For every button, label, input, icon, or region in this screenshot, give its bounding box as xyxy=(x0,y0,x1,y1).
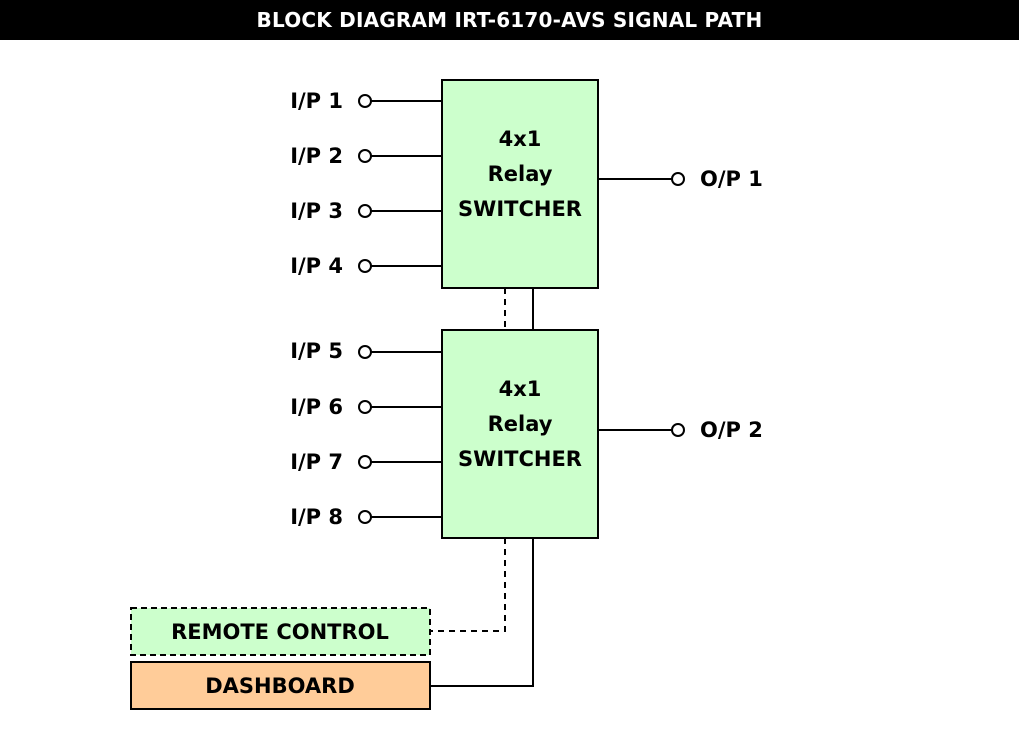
switcher-block-1: 4x1 Relay SWITCHER xyxy=(441,79,599,289)
switcher-box-1 xyxy=(441,79,599,289)
input-terminal-icon xyxy=(358,94,372,108)
input-label: I/P 8 xyxy=(290,505,343,529)
input-8: I/P 8 xyxy=(290,505,442,529)
diagram-title: BLOCK DIAGRAM IRT-6170-AVS SIGNAL PATH xyxy=(0,0,1019,40)
input-terminal-icon xyxy=(358,259,372,273)
output-terminal-icon xyxy=(671,423,685,437)
input-label: I/P 1 xyxy=(290,89,343,113)
switcher-2-line-1: 4x1 xyxy=(499,377,542,401)
input-5: I/P 5 xyxy=(290,339,442,363)
dashboard-box xyxy=(130,661,431,710)
input-terminal-icon xyxy=(358,345,372,359)
input-4: I/P 4 xyxy=(290,254,442,278)
switcher-2-line-2: Relay xyxy=(488,412,553,436)
switcher-2-line-3: SWITCHER xyxy=(458,447,582,471)
input-label: I/P 7 xyxy=(290,450,343,474)
switcher-1-line-3: SWITCHER xyxy=(458,197,582,221)
input-terminal-icon xyxy=(358,400,372,414)
switcher-box-2 xyxy=(441,329,599,539)
remote-control-link xyxy=(430,538,506,632)
output-label: O/P 1 xyxy=(700,167,763,191)
input-1: I/P 1 xyxy=(290,89,442,113)
input-label: I/P 5 xyxy=(290,339,343,363)
remote-control-block: REMOTE CONTROL xyxy=(130,607,431,656)
dashboard-block: DASHBOARD xyxy=(130,661,431,710)
switcher-block-2: 4x1 Relay SWITCHER xyxy=(441,329,599,539)
output-2: O/P 2 xyxy=(598,418,763,442)
remote-control-label: REMOTE CONTROL xyxy=(171,620,389,644)
input-7: I/P 7 xyxy=(290,450,442,474)
input-label: I/P 2 xyxy=(290,144,343,168)
switcher-1-line-1: 4x1 xyxy=(499,127,542,151)
output-label: O/P 2 xyxy=(700,418,763,442)
input-6: I/P 6 xyxy=(290,395,442,419)
dashboard-link xyxy=(430,538,534,687)
input-terminal-icon xyxy=(358,204,372,218)
input-label: I/P 3 xyxy=(290,199,343,223)
remote-control-box xyxy=(130,607,431,656)
input-terminal-icon xyxy=(358,149,372,163)
output-terminal-icon xyxy=(671,172,685,186)
switcher-1-line-2: Relay xyxy=(488,162,553,186)
input-2: I/P 2 xyxy=(290,144,442,168)
dashboard-label: DASHBOARD xyxy=(205,674,355,698)
input-label: I/P 4 xyxy=(290,254,343,278)
input-terminal-icon xyxy=(358,510,372,524)
input-3: I/P 3 xyxy=(290,199,442,223)
input-terminal-icon xyxy=(358,455,372,469)
output-1: O/P 1 xyxy=(598,167,763,191)
input-label: I/P 6 xyxy=(290,395,343,419)
